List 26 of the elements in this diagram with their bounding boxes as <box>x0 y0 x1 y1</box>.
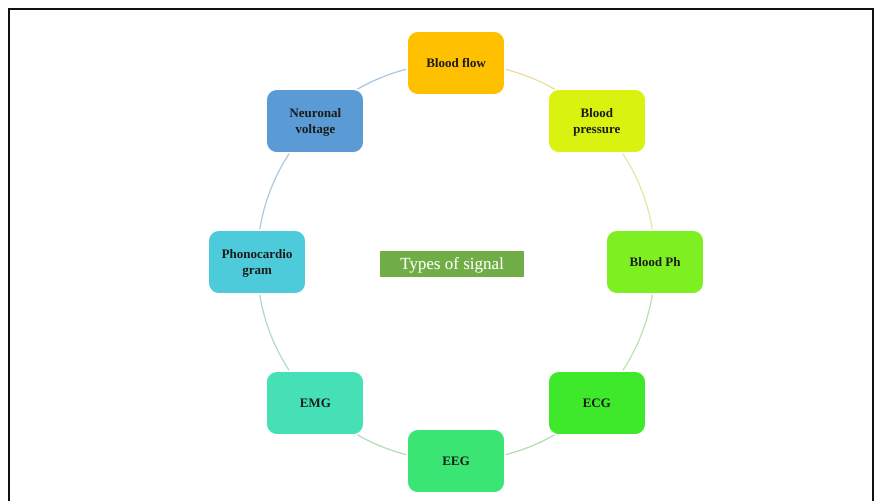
connector-arc <box>506 68 555 90</box>
connector-arc <box>259 153 290 230</box>
signal-box <box>548 372 645 434</box>
connector-arc <box>357 434 406 456</box>
signal-box <box>209 231 305 293</box>
signal-box <box>267 372 364 434</box>
box-label: Blood pressure <box>572 105 622 138</box>
connector-arc <box>622 153 653 230</box>
connector-arc <box>506 434 555 456</box>
box-label: Phonocardio gram <box>220 246 294 278</box>
box-label: EMG <box>300 394 331 411</box>
box-label: Blood flow <box>426 55 486 71</box>
title-box <box>380 251 524 277</box>
box-label: Types of signal <box>400 254 504 274</box>
box-label: Neuronal voltage <box>288 105 342 138</box>
signal-box <box>607 231 703 293</box>
box-label: Blood Ph <box>630 254 680 270</box>
signal-box <box>408 430 504 492</box>
connector-arc <box>622 294 653 371</box>
box-label: ECG <box>582 394 611 411</box>
connector-arc <box>357 68 406 90</box>
signal-box <box>548 90 645 152</box>
connector-arc <box>259 294 290 371</box>
signal-box <box>408 32 504 94</box>
signal-box <box>267 90 364 152</box>
box-label: EEG <box>442 453 470 469</box>
